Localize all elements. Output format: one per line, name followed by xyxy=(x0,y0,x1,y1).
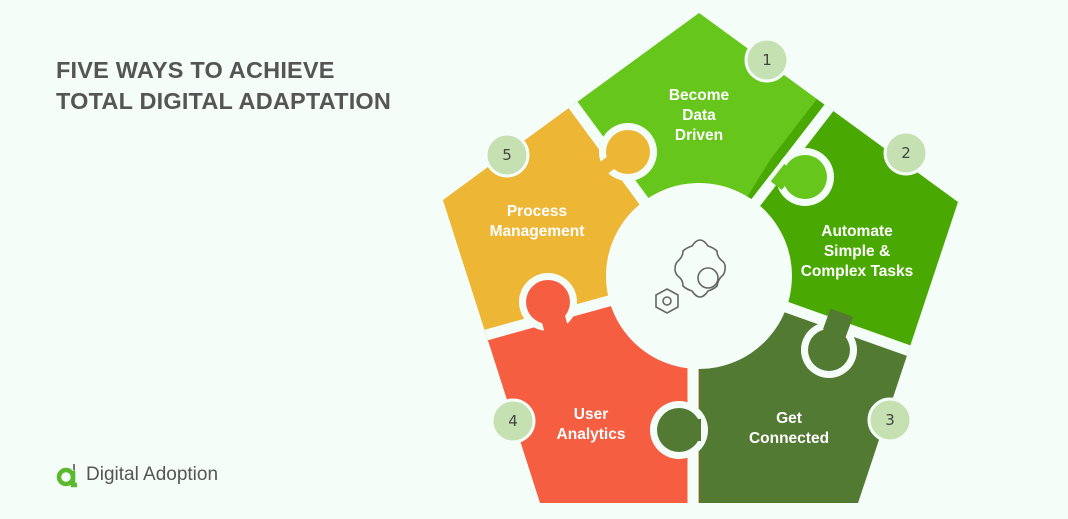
label-piece-2: Automate Simple & Complex Tasks xyxy=(801,223,914,280)
digital-adoption-logo-icon xyxy=(56,464,77,488)
svg-text:Simple &: Simple & xyxy=(824,243,890,260)
title-line-1: FIVE WAYS TO ACHIEVE xyxy=(56,57,335,83)
badge-4: 4 xyxy=(490,398,536,444)
svg-text:User: User xyxy=(574,406,608,423)
title-line-2: TOTAL DIGITAL ADAPTATION xyxy=(56,88,392,114)
label-piece-1: Become Data Driven xyxy=(669,87,730,144)
badge-1: 1 xyxy=(744,37,790,83)
svg-text:5: 5 xyxy=(502,146,512,164)
svg-text:4: 4 xyxy=(508,412,518,430)
svg-text:Management: Management xyxy=(490,223,585,240)
svg-text:Analytics: Analytics xyxy=(557,426,626,443)
label-piece-3: Get Connected xyxy=(749,410,829,447)
svg-text:Complex Tasks: Complex Tasks xyxy=(801,263,914,280)
gears-icon xyxy=(655,239,726,314)
brand-name: Digital Adoption xyxy=(86,464,219,485)
svg-text:Process: Process xyxy=(507,203,567,220)
label-piece-5: Process Management xyxy=(490,203,585,240)
brand: Digital Adoption xyxy=(56,462,218,488)
svg-text:3: 3 xyxy=(885,411,895,429)
svg-text:Get: Get xyxy=(776,410,802,427)
svg-text:Driven: Driven xyxy=(675,127,723,144)
svg-text:1: 1 xyxy=(762,51,772,69)
svg-text:Connected: Connected xyxy=(749,430,829,447)
svg-text:Data: Data xyxy=(682,107,716,124)
svg-text:2: 2 xyxy=(901,144,911,162)
label-piece-4: User Analytics xyxy=(557,406,626,443)
badge-2: 2 xyxy=(883,130,929,176)
svg-text:Become: Become xyxy=(669,87,730,104)
badge-3: 3 xyxy=(867,397,913,443)
badge-5: 5 xyxy=(484,132,530,178)
infographic-title: FIVE WAYS TO ACHIEVE TOTAL DIGITAL ADAPT… xyxy=(56,55,391,117)
svg-text:Automate: Automate xyxy=(821,223,893,240)
